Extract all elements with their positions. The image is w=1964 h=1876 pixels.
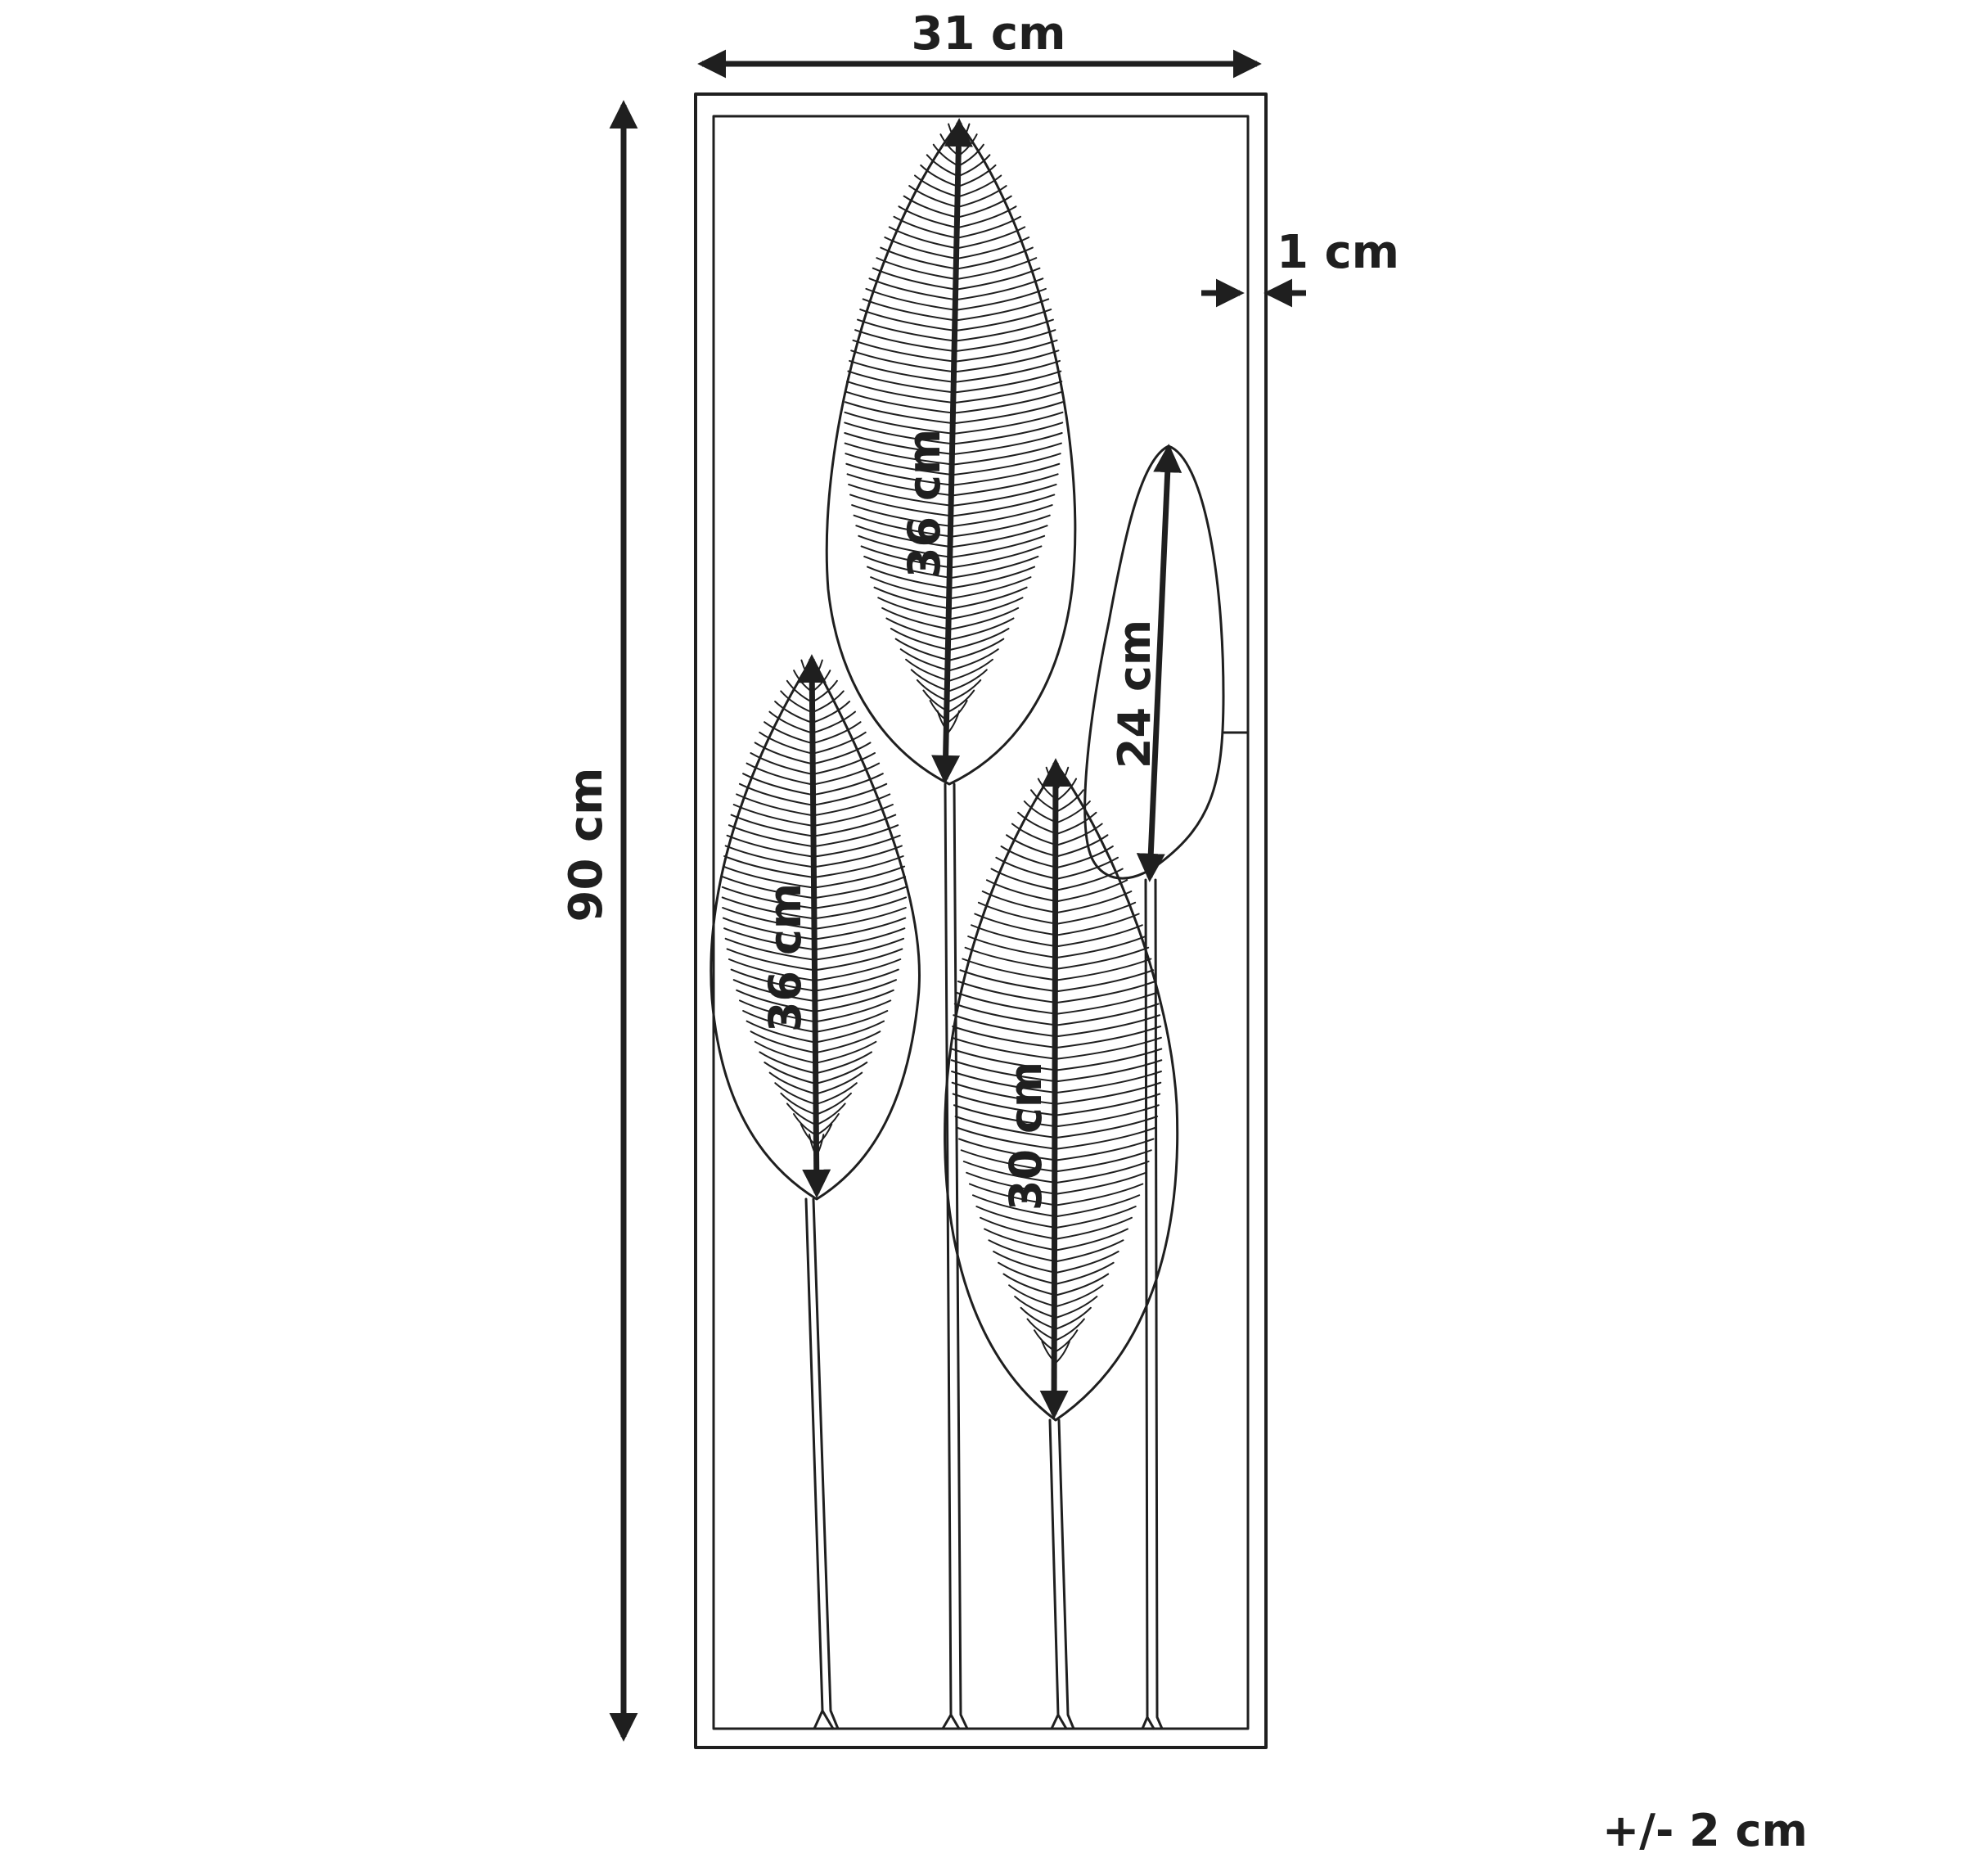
- leaf-center-right: [944, 764, 1179, 1730]
- leaf-right: [1083, 444, 1250, 1730]
- leaf-vein: [974, 913, 1058, 936]
- leaf-top-center-outline: [825, 121, 1077, 786]
- tolerance-label: +/- 2 cm: [1602, 1805, 1808, 1856]
- width-label: 31 cm: [912, 7, 1066, 61]
- leaf-vein: [1056, 1014, 1161, 1038]
- leaf-vein: [1056, 936, 1146, 958]
- leaf-vein: [953, 1003, 1058, 1026]
- leaf-vein: [1056, 1026, 1162, 1048]
- leaf-vein: [962, 958, 1058, 981]
- leaf-vein: [952, 1026, 1058, 1048]
- leaf-vein: [1055, 1149, 1152, 1173]
- leaf-right-outline: [1083, 444, 1225, 880]
- leaf-vein: [951, 1036, 1058, 1060]
- leaf-vein: [1056, 913, 1140, 936]
- leaf-vein: [1056, 1059, 1163, 1083]
- leaf-vein: [754, 742, 814, 765]
- leaf-vein: [1055, 1126, 1156, 1150]
- leaf-right-arrow: [1136, 444, 1182, 882]
- leaf-vein: [1056, 1048, 1163, 1071]
- leaf-vein: [977, 901, 1058, 925]
- leaf-vein: [967, 936, 1058, 958]
- leaf-top-center: [825, 121, 1077, 1730]
- leaf-vein: [786, 679, 813, 703]
- leaf-vein: [956, 226, 1026, 250]
- stem-right: [1141, 878, 1164, 1730]
- leaf-vein: [1055, 1171, 1147, 1195]
- leaf-vein: [1056, 924, 1143, 948]
- leaf-vein: [1056, 991, 1158, 1015]
- leaf-right-label: 24 cm: [1109, 620, 1160, 769]
- stem-top-center: [941, 782, 969, 1730]
- leaf-vein: [780, 1092, 818, 1116]
- leaf-vein: [1056, 811, 1097, 835]
- leaf-vein: [948, 679, 982, 702]
- leaf-vein: [1055, 1341, 1070, 1364]
- leaf-left-arrow: [797, 654, 831, 1198]
- leaf-vein: [884, 236, 958, 259]
- leaf-vein: [1055, 1093, 1161, 1116]
- leaf-vein: [1055, 1138, 1155, 1161]
- leaf-vein: [888, 226, 958, 250]
- leaf-vein: [953, 1014, 1058, 1038]
- leaf-vein: [1056, 981, 1156, 1003]
- leaf-vein: [964, 946, 1058, 970]
- leaf-vein: [880, 246, 958, 270]
- leaf-vein: [1055, 1104, 1160, 1128]
- leaf-center-right-arrow: [1039, 758, 1070, 1419]
- leaf-vein: [959, 969, 1058, 993]
- leaf-vein: [1056, 901, 1137, 925]
- leaf-vein: [971, 924, 1058, 948]
- leaf-vein: [956, 215, 1022, 239]
- leaf-vein: [1055, 1081, 1162, 1105]
- leaf-center-right-label: 30 cm: [1000, 1062, 1052, 1211]
- leaf-left-label: 36 cm: [759, 883, 811, 1032]
- leaf-vein: [893, 215, 958, 239]
- depth-label: 1 cm: [1277, 226, 1399, 279]
- leaf-vein: [948, 700, 968, 724]
- leaf-vein: [815, 1103, 846, 1126]
- leaf-vein: [1056, 1036, 1162, 1060]
- leaf-vein: [1056, 1003, 1160, 1026]
- leaf-vein: [1055, 1116, 1159, 1139]
- dimension-arrows: [609, 49, 1306, 1742]
- leaf-vein: [1056, 1071, 1162, 1094]
- leaf-vein: [1017, 811, 1058, 835]
- leaf-vein: [957, 981, 1058, 1003]
- leaf-vein: [1056, 946, 1150, 970]
- dimension-labels: 31 cm 90 cm 1 cm +/- 2 cm 36 cm 36 cm 30…: [560, 7, 1808, 1856]
- stem-center-right: [1048, 1418, 1075, 1730]
- leaf-vein: [1056, 958, 1152, 981]
- leaf-vein: [1055, 1183, 1144, 1206]
- frame-outer: [694, 92, 1268, 1749]
- stem-left: [804, 1197, 840, 1730]
- leaf-vein: [1056, 969, 1155, 993]
- leaf-top-center-arrow: [931, 118, 973, 784]
- leaf-top-center-label: 36 cm: [899, 429, 950, 578]
- leaf-vein: [955, 991, 1058, 1015]
- height-label: 90 cm: [560, 768, 613, 922]
- leaf-vein: [786, 1103, 818, 1126]
- leaf-vein: [1055, 1161, 1150, 1184]
